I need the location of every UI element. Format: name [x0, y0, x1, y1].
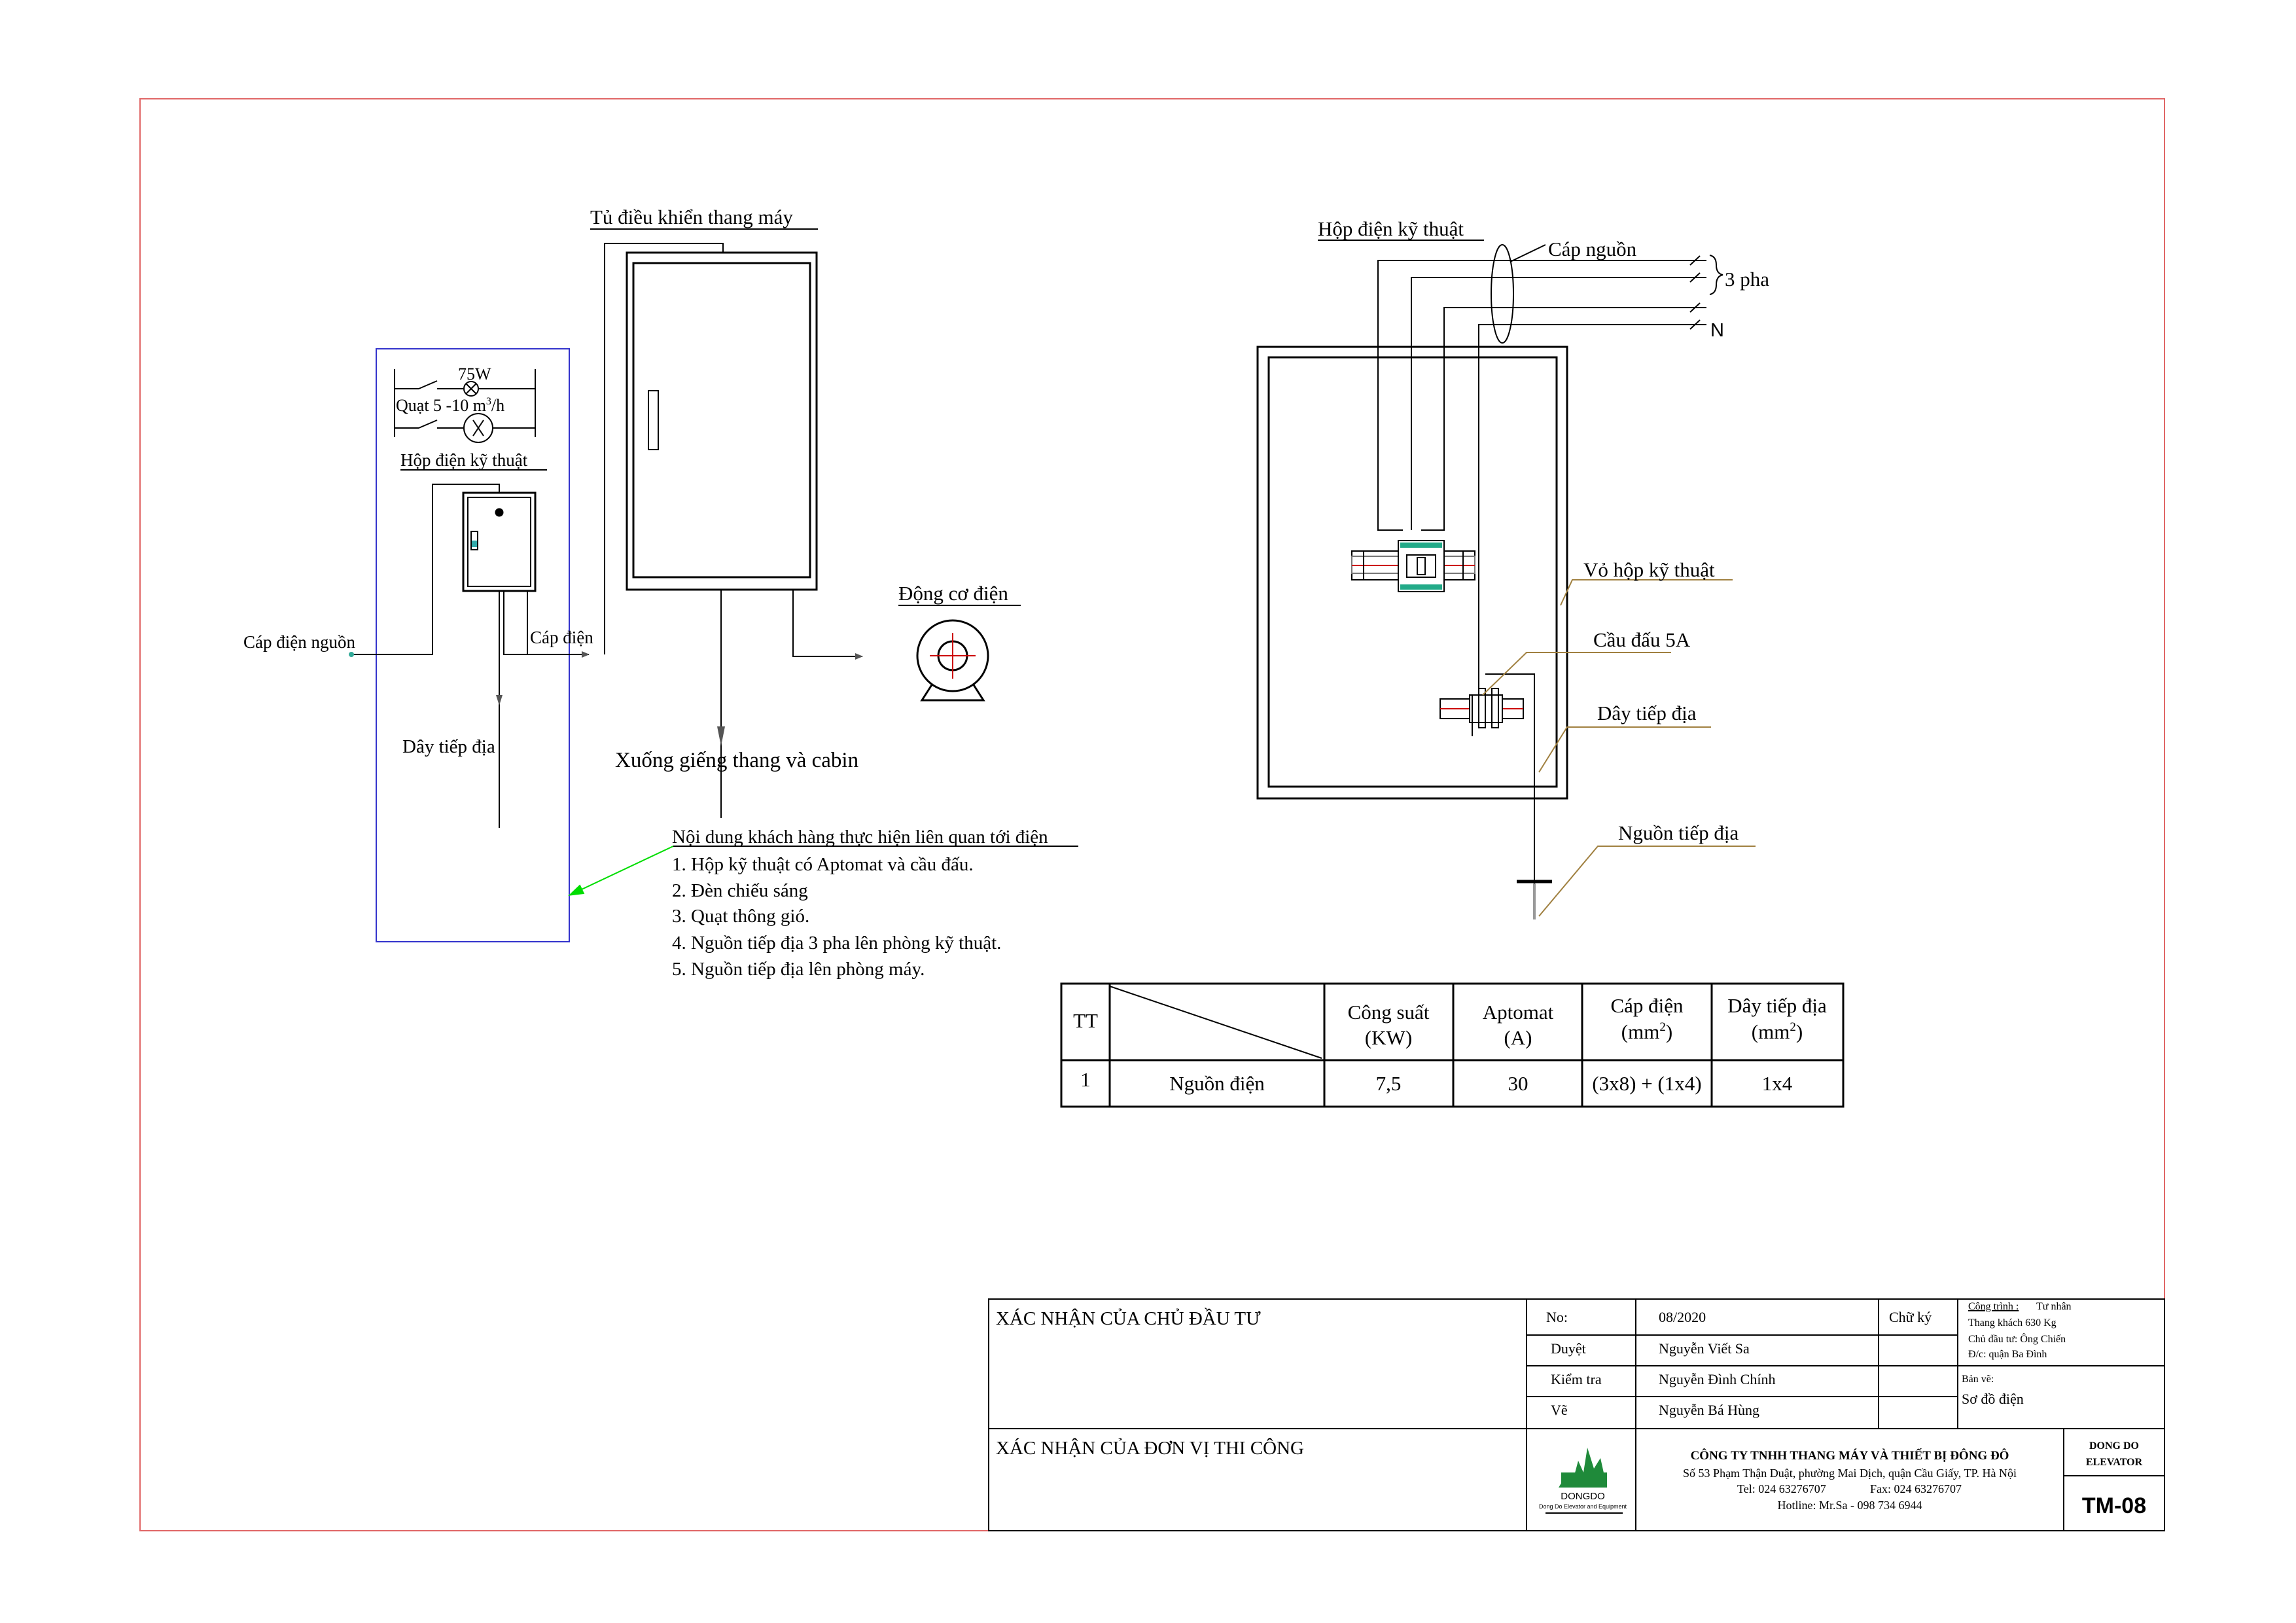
checked-value: Nguyễn Đình Chính [1659, 1371, 1775, 1387]
down-label: Xuống giếng thang và cabin [615, 749, 858, 772]
no-value: 08/2020 [1659, 1309, 1706, 1325]
left-diagram: 75W Quạt 5 -10 m3/h Hộp điện kỹ thuật Cá… [243, 205, 1078, 980]
row-ground: 1x4 [1762, 1072, 1793, 1095]
brand-line2: ELEVATOR [2086, 1457, 2143, 1468]
notes-title: Nội dung khách hàng thực hiện liên quan … [672, 827, 1048, 847]
note-3: 3. Quạt thông gió. [672, 906, 809, 927]
row-breaker: 30 [1508, 1072, 1528, 1095]
project-value: Tư nhân [2036, 1301, 2072, 1312]
motor-icon [916, 619, 989, 702]
address-short: Đ/c: quận Ba Đình [1968, 1349, 2047, 1360]
row-power: 7,5 [1376, 1072, 1402, 1095]
row-tt: 1 [1080, 1068, 1091, 1091]
sheet-number: TM-08 [2082, 1493, 2146, 1518]
drawing-value: Sơ đồ điện [1962, 1391, 2024, 1407]
lamp-circuit [394, 369, 536, 443]
ground-icon [1517, 880, 1552, 919]
note-2: 2. Đèn chiếu sáng [672, 880, 808, 901]
contractor-confirm: XÁC NHẬN CỦA ĐƠN VỊ THI CÔNG [996, 1437, 1304, 1459]
col-cable: Cáp điện [1610, 994, 1684, 1017]
motor-label: Động cơ điện [898, 582, 1008, 605]
three-phase-label: 3 pha [1725, 268, 1769, 291]
terminal-block-icon [1439, 673, 1535, 883]
col-ground-unit: (mm2) [1752, 1020, 1803, 1043]
drawn-value: Nguyễn Bá Hùng [1659, 1402, 1759, 1418]
col-breaker-unit: (A) [1504, 1026, 1532, 1049]
approved-value: Nguyễn Viết Sa [1659, 1340, 1750, 1357]
lamp-power-label: 75W [458, 365, 491, 383]
col-cable-unit: (mm2) [1621, 1020, 1672, 1043]
col-power-unit: (KW) [1365, 1026, 1412, 1049]
tech-box [462, 491, 537, 592]
supply-cable-label: Cáp nguồn [1548, 238, 1637, 260]
elevator-cabinet [626, 251, 818, 591]
logo-text: DONGDO [1561, 1491, 1605, 1502]
neutral-label: N [1710, 320, 1724, 341]
checked-label: Kiểm tra [1551, 1371, 1602, 1387]
company-name: CÔNG TY TNHH THANG MÁY VÀ THIẾT BỊ ĐÔNG … [1691, 1448, 2009, 1463]
casing-label: Vỏ hộp kỹ thuật [1583, 558, 1715, 581]
note-5: 5. Nguồn tiếp địa lên phòng máy. [672, 959, 925, 980]
ground-wire-label-right: Dây tiếp địa [1597, 702, 1697, 724]
sign-label: Chữ ký [1889, 1309, 1932, 1325]
row-cable: (3x8) + (1x4) [1592, 1072, 1701, 1095]
right-box-label: Hộp điện kỹ thuật [1318, 217, 1464, 240]
company-address: Số 53 Phạm Thận Duật, phường Mai Dịch, q… [1683, 1467, 2017, 1480]
customer-scope-box [376, 348, 570, 942]
col-tt: TT [1073, 1009, 1098, 1032]
fan-label: Quạt 5 -10 m3/h [396, 396, 504, 415]
company-hotline: Hotline: Mr.Sa - 098 734 6944 [1778, 1499, 1922, 1512]
power-cable-label: Cáp điện nguồn [243, 632, 355, 652]
breaker-icon [1351, 540, 1475, 592]
ground-wire-label-left: Dây tiếp địa [402, 736, 495, 757]
company-logo: DONGDO Dong Do Elevator and Equipment [1539, 1448, 1627, 1514]
logo-sub: Dong Do Elevator and Equipment [1539, 1503, 1627, 1510]
title-block: XÁC NHẬN CỦA CHỦ ĐẦU TƯ XÁC NHẬN CỦA ĐƠN… [988, 1298, 2165, 1531]
company-tel: Tel: 024 63276707 [1737, 1482, 1826, 1495]
investor: Chủ đầu tư: Ông Chiến [1968, 1332, 2066, 1345]
col-ground: Dây tiếp địa [1727, 994, 1827, 1017]
technical-box [1256, 346, 1568, 800]
spec-table: TT Công suất (KW) Aptomat (A) Cáp điện (… [1060, 982, 1845, 1108]
terminal-label: Cầu đấu 5A [1593, 628, 1691, 651]
drawn-label: Vẽ [1551, 1402, 1568, 1418]
row-name: Nguồn điện [1169, 1072, 1265, 1095]
note-4: 4. Nguồn tiếp địa 3 pha lên phòng kỹ thu… [672, 933, 1001, 954]
project-label: Công trình : [1968, 1301, 2019, 1312]
cable-label: Cáp điện [530, 628, 593, 647]
supply-cable-icon [1491, 244, 1514, 344]
tech-box-label: Hộp điện kỹ thuật [400, 450, 528, 470]
brand-line1: DONG DO [2089, 1440, 2139, 1452]
no-label: No: [1546, 1309, 1568, 1325]
company-fax: Fax: 024 63276707 [1870, 1482, 1962, 1495]
cabinet-label: Tủ điều khiển thang máy [590, 205, 793, 228]
approved-label: Duyệt [1551, 1340, 1586, 1357]
col-breaker: Aptomat [1483, 1001, 1554, 1024]
col-power: Công suất [1348, 1001, 1430, 1024]
ground-source-label: Nguồn tiếp địa [1618, 821, 1739, 844]
owner-confirm: XÁC NHẬN CỦA CHỦ ĐẦU TƯ [996, 1307, 1261, 1329]
note-1: 1. Hộp kỹ thuật có Aptomat và cầu đấu. [672, 854, 974, 875]
right-diagram: Hộp điện kỹ thuật Cáp nguồn 3 pha N [1256, 217, 1769, 919]
project-line2: Thang khách 630 Kg [1968, 1317, 2057, 1329]
drawing-label: Bản vẽ: [1962, 1374, 1994, 1385]
